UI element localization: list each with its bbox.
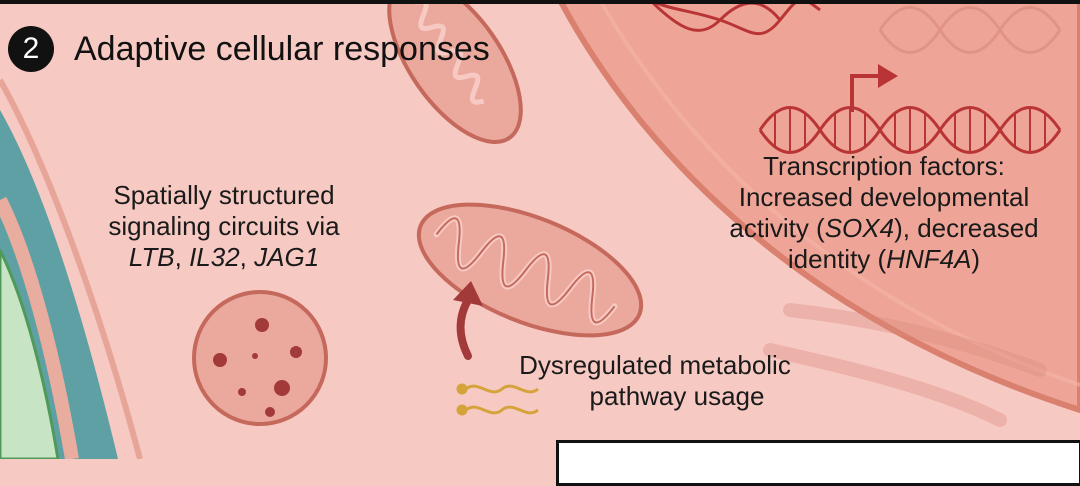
dna-helix [758, 106, 1062, 154]
section-title: Adaptive cellular responses [74, 29, 490, 68]
metabolic-label: Dysregulated metabolic pathway usage [519, 350, 791, 411]
transcription-arrow [850, 74, 880, 112]
nucleus [556, 0, 1080, 414]
step-number-badge: 2 [8, 26, 54, 72]
section-header: 2 Adaptive cellular responses [8, 26, 490, 72]
cell-illustration [0, 0, 1080, 459]
dna-helix-faint [878, 6, 1062, 54]
vessel-green-band [0, 249, 60, 459]
signaling-label: Spatially structured signaling circuits … [108, 180, 340, 272]
transcription-label: Transcription factors: Increased develop… [729, 151, 1039, 274]
signaling-vesicle [192, 290, 328, 426]
metabolite-icon [456, 383, 539, 416]
mitochondrion-top [387, 0, 523, 144]
metabolic-arrow [456, 296, 472, 360]
cell-membrane-left [0, 78, 143, 459]
mitochondrion-center [416, 202, 644, 338]
next-panel-box [556, 440, 1080, 486]
